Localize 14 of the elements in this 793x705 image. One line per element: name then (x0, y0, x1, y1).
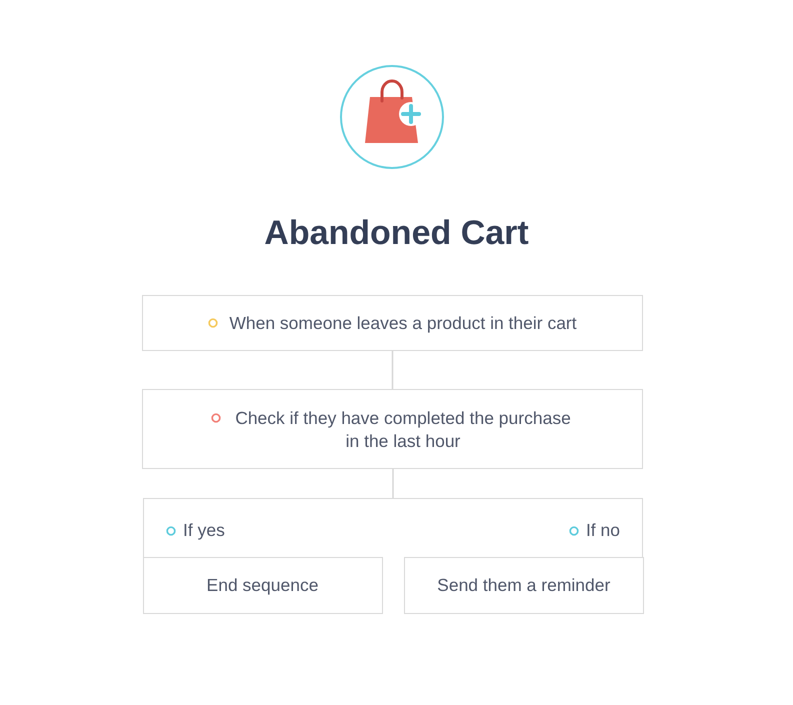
branch-label: If yes (183, 519, 225, 542)
step-text: When someone leaves a product in their cart (229, 312, 577, 334)
process-box (142, 556, 382, 614)
step-text: Send them a reminder (437, 574, 610, 596)
decision-box (143, 498, 643, 613)
connector-line (392, 351, 394, 389)
step-text: Check if they have completed the purchase in the last hour (234, 407, 572, 453)
process-box (142, 389, 643, 469)
process-box (142, 295, 643, 351)
process-box (404, 556, 644, 614)
diagram-title: Abandoned Cart (264, 214, 529, 252)
step-text: End sequence (206, 574, 318, 596)
branch-label: If no (586, 519, 620, 542)
connector-line (392, 469, 394, 498)
